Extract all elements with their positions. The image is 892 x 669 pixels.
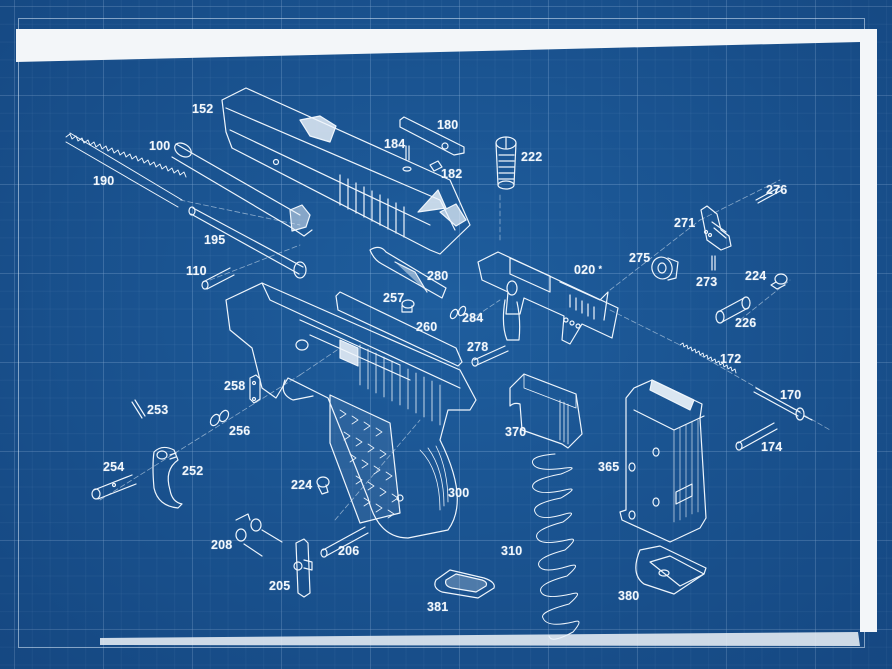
- leader-lines: [99, 179, 831, 521]
- label-174: 174: [761, 440, 783, 454]
- part-273-pin: [711, 255, 716, 271]
- paper-border: [16, 29, 877, 646]
- part-381-insert: [434, 569, 495, 599]
- part-195-guide-rod: [188, 206, 307, 279]
- part-252-trigger: [152, 446, 183, 509]
- part-182-spring: [429, 160, 443, 172]
- label-370: 370: [505, 425, 527, 439]
- part-224-screw-grip: [316, 476, 330, 495]
- part-284-springs: [449, 305, 467, 320]
- part-310-magazine-spring: [531, 453, 580, 640]
- part-260-rail: [335, 291, 463, 367]
- part-278-pin: [471, 345, 509, 367]
- asterisk-marker: *: [598, 264, 603, 274]
- part-110-pin: [201, 267, 235, 290]
- part-172-spring: [679, 342, 737, 374]
- label-380: 380: [618, 589, 640, 603]
- part-224-screw: [770, 273, 788, 290]
- label-190: 190: [93, 174, 115, 188]
- label-170: 170: [780, 388, 802, 402]
- part-206-pin: [320, 526, 369, 558]
- label-257: 257: [383, 291, 405, 305]
- label-276: 276: [766, 183, 788, 197]
- label-184: 184: [384, 137, 406, 151]
- part-257-pin: [401, 299, 415, 313]
- label-222: 222: [521, 150, 543, 164]
- part-184-pin: [402, 145, 412, 172]
- label-195: 195: [204, 233, 226, 247]
- part-300-frame: [225, 282, 477, 539]
- label-273: 273: [696, 275, 718, 289]
- label-100: 100: [149, 139, 171, 153]
- label-381: 381: [427, 600, 449, 614]
- label-172: 172: [720, 352, 742, 366]
- label-260: 260: [416, 320, 438, 334]
- part-190-recoil-spring: [65, 132, 187, 208]
- label-226: 226: [735, 316, 757, 330]
- part-208-springs: [235, 513, 283, 557]
- part-180-extractor: [399, 116, 465, 156]
- part-276-pin: [755, 186, 783, 204]
- part-174-pin: [735, 422, 778, 451]
- part-275-bushing: [651, 256, 679, 281]
- part-222-screw: [495, 136, 517, 190]
- label-253: 253: [147, 403, 169, 417]
- label-020: 020*: [574, 264, 602, 277]
- part-280-trigger-bar: [369, 246, 447, 299]
- part-152-slide: [221, 87, 471, 255]
- label-208: 208: [211, 538, 233, 552]
- label-284: 284: [462, 311, 484, 325]
- part-365-magazine: [619, 379, 707, 543]
- label-180: 180: [437, 118, 459, 132]
- label-310: 310: [501, 544, 523, 558]
- label-258: 258: [224, 379, 246, 393]
- part-226-sleeve: [715, 296, 751, 324]
- label-152: 152: [192, 102, 214, 116]
- label-224-left: 224: [291, 478, 313, 492]
- label-182: 182: [441, 167, 463, 181]
- label-275: 275: [629, 251, 651, 265]
- label-110: 110: [186, 264, 207, 278]
- part-380-baseplate: [635, 545, 707, 595]
- label-365: 365: [598, 460, 620, 474]
- part-271-lever: [700, 205, 732, 251]
- part-258-plate: [249, 374, 261, 404]
- label-280: 280: [427, 269, 449, 283]
- label-252: 252: [182, 464, 204, 478]
- grip-stippling: [339, 409, 399, 519]
- label-256: 256: [229, 424, 251, 438]
- label-206: 206: [338, 544, 360, 558]
- label-224-right: 224: [745, 269, 767, 283]
- label-020-text: 020: [574, 263, 596, 277]
- part-253-pin: [131, 399, 146, 419]
- label-271: 271: [674, 216, 696, 230]
- part-170-firing-pin: [753, 387, 813, 421]
- part-205-ejector: [293, 538, 313, 598]
- label-254: 254: [103, 460, 125, 474]
- part-254-pin: [91, 474, 137, 500]
- part-370-follower: [509, 373, 583, 449]
- label-278: 278: [467, 340, 489, 354]
- part-256-rings: [209, 409, 230, 427]
- part-020-locking-block: [477, 251, 619, 345]
- label-205: 205: [269, 579, 291, 593]
- label-300: 300: [448, 486, 470, 500]
- part-100-barrel: [171, 142, 313, 237]
